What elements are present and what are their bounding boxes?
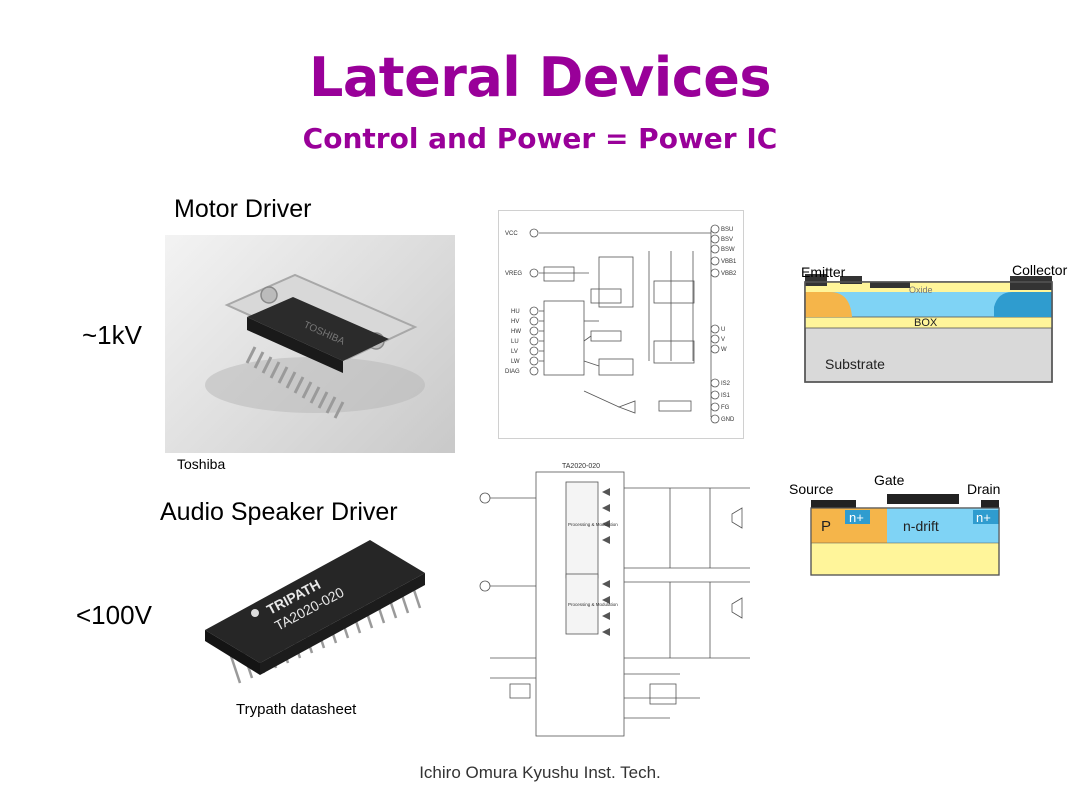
n-plus-drain-label: n+	[976, 510, 991, 525]
slide-subtitle: Control and Power = Power IC	[302, 122, 778, 155]
emitter-label: Emitter	[801, 264, 846, 280]
pin-lu: LU	[511, 339, 519, 345]
ldmos-cross-section: P n+ n-drift n+	[805, 488, 1005, 580]
motor-voltage-label: ~1kV	[82, 320, 142, 350]
soi-cross-section: Oxide BOX Substrate	[800, 262, 1080, 387]
audio-chip-illustration: TRIPATH TA2020-020	[205, 540, 425, 684]
source-label: Source	[789, 481, 834, 497]
pin-hv: HV	[511, 319, 519, 325]
pin-vcc: VCC	[505, 231, 518, 237]
pin-hw: HW	[511, 329, 521, 335]
soi-cross-section-diagram: Oxide BOX Substrate	[804, 274, 1053, 383]
pin-bsw: BSW	[721, 247, 735, 253]
motor-driver-heading: Motor Driver	[174, 195, 312, 223]
audio-schematic-title: TA2020-020	[562, 463, 600, 470]
collector-label: Collector	[1012, 262, 1068, 278]
audio-driver-heading: Audio Speaker Driver	[160, 498, 398, 526]
pin-bsu: BSU	[721, 227, 733, 233]
pin-is1: IS1	[721, 393, 731, 399]
drain-label: Drain	[967, 481, 1001, 497]
pin-v: V	[721, 337, 725, 343]
audio-driver-schematic: TA2020-020 Processing & Modulation	[470, 458, 760, 743]
pin-vbb1: VBB1	[721, 259, 737, 265]
pin-w: W	[721, 347, 727, 353]
pin-bsv: BSV	[721, 237, 733, 243]
n-plus-source-label: n+	[849, 510, 864, 525]
motor-driver-schematic: VCC VREG HU HV HW LU LV LW DIAG BSU BSV …	[498, 210, 744, 439]
pin-is2: IS2	[721, 381, 731, 387]
pin-gnd: GND	[721, 417, 735, 423]
substrate-label: Substrate	[825, 356, 885, 372]
motor-schematic-diagram: VCC VREG HU HV HW LU LV LW DIAG BSU BSV …	[505, 224, 737, 424]
audio-block-label-1: Processing & Modulation	[568, 522, 618, 527]
pin-hu: HU	[511, 309, 520, 315]
oxide-label: Oxide	[909, 285, 933, 295]
pin-diag: DIAG	[505, 369, 520, 375]
audio-schematic-diagram: TA2020-020 Processing & Modulation	[479, 463, 750, 737]
ldmos-cross-section-diagram: P n+ n-drift n+	[810, 494, 1000, 576]
motor-driver-photo: TOSHIBA	[165, 235, 455, 453]
gate-label: Gate	[874, 472, 905, 488]
pin-vbb2: VBB2	[721, 271, 737, 277]
n-drift-label: n-drift	[903, 518, 939, 534]
audio-block-label-2: Processing & Modulation	[568, 602, 618, 607]
box-label: BOX	[914, 317, 938, 329]
pin-lw: LW	[511, 359, 520, 365]
motor-photo-credit: Toshiba	[177, 456, 226, 472]
audio-photo-credit: Trypath datasheet	[236, 701, 357, 718]
audio-driver-photo: TRIPATH TA2020-020	[200, 535, 440, 700]
p-region-label: P	[821, 518, 831, 535]
pin-u: U	[721, 327, 725, 333]
pin-fg: FG	[721, 405, 730, 411]
slide-title: Lateral Devices	[308, 46, 772, 109]
slide-footer: Ichiro Omura Kyushu Inst. Tech.	[419, 763, 661, 782]
pin-vreg: VREG	[505, 271, 522, 277]
pin-lv: LV	[511, 349, 518, 355]
motor-chip-illustration: TOSHIBA	[205, 273, 425, 419]
audio-voltage-label: <100V	[76, 600, 152, 630]
